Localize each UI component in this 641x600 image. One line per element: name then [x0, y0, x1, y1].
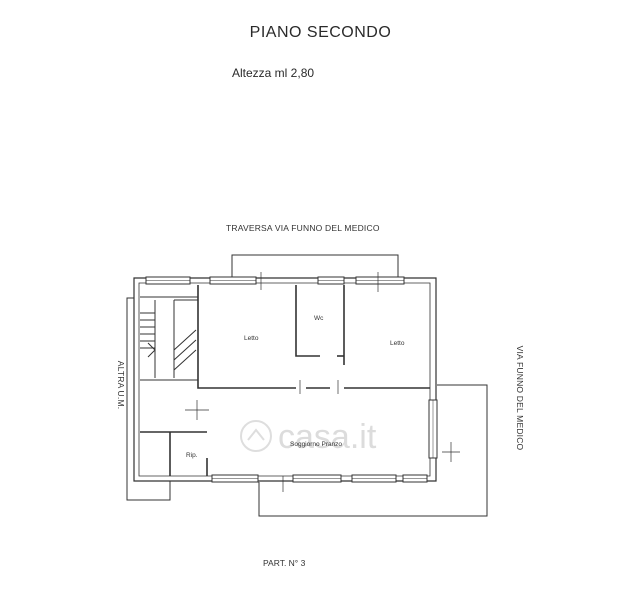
room-label-bedroom-left: Letto	[244, 335, 259, 342]
right-balcony	[258, 384, 488, 517]
plan-title: PIANO SECONDO	[249, 24, 392, 41]
interior-walls	[140, 285, 430, 476]
room-label-storage: Rip.	[186, 452, 198, 459]
room-label-bedroom-right: Letto	[390, 340, 405, 347]
door-symbols	[185, 272, 460, 492]
ceiling-height-note: Altezza ml 2,80	[232, 66, 315, 80]
exterior-walls	[133, 276, 438, 483]
watermark: casa.it	[240, 418, 377, 456]
parcel-label: PART. N° 3	[263, 558, 306, 568]
room-label-wc: Wc	[314, 315, 324, 322]
room-label-living: Soggiorno Pranzo	[290, 441, 342, 448]
adjacent-unit-wall	[126, 297, 171, 501]
watermark-text: casa.it	[278, 418, 377, 456]
top-balcony	[231, 254, 399, 278]
street-label-top: TRAVERSA VIA FUNNO DEL MEDICO	[226, 223, 380, 233]
staircase	[140, 296, 198, 381]
